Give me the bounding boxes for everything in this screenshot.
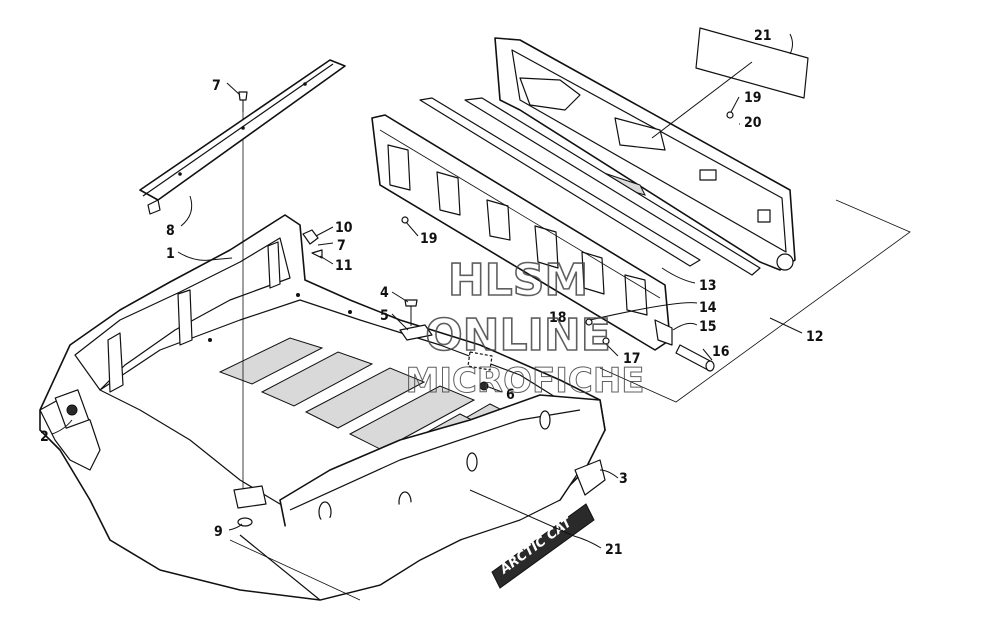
- callout-19-left: 19: [420, 231, 438, 247]
- watermark-line-2: ONLINE: [425, 310, 611, 361]
- callout-2: 2: [40, 429, 49, 445]
- fasteners: [302, 111, 734, 391]
- callout-12: 12: [806, 329, 824, 345]
- tailgate-outer: [494, 37, 796, 271]
- callout-17: 17: [623, 351, 641, 367]
- callout-21-bottom: 21: [605, 542, 623, 558]
- hinge-pin: [654, 319, 715, 372]
- callout-16: 16: [712, 344, 730, 360]
- callout-8: 8: [166, 223, 175, 239]
- callout-13: 13: [699, 278, 717, 294]
- callout-5: 5: [380, 308, 389, 324]
- callout-11: 11: [335, 258, 353, 274]
- callout-labels: 7 8 1 2 3 4 5 6 10 7 11 9 12 13 14 15 16…: [40, 28, 824, 558]
- callout-3: 3: [619, 471, 628, 487]
- callout-20: 20: [744, 115, 762, 131]
- callout-18: 18: [549, 310, 567, 326]
- callout-19-right: 19: [744, 90, 762, 106]
- top-rail: [139, 59, 346, 215]
- assembly-bracket: [599, 199, 911, 403]
- decal-top: [695, 27, 809, 99]
- tailgate-rod: [419, 97, 761, 276]
- watermark-line-3: MICROFICHE: [405, 361, 644, 401]
- callout-15: 15: [699, 319, 717, 335]
- callout-6: 6: [506, 387, 515, 403]
- callout-10: 10: [335, 220, 353, 236]
- callout-1: 1: [166, 246, 175, 262]
- callout-7-side: 7: [337, 238, 346, 254]
- cargo-box: [39, 100, 606, 601]
- leader-lines: [51, 33, 803, 549]
- callout-9: 9: [214, 524, 223, 540]
- callout-21-top: 21: [754, 28, 772, 44]
- callout-14: 14: [699, 300, 717, 316]
- watermark: HLSM ONLINE MICROFICHE: [405, 254, 645, 401]
- callout-4: 4: [380, 285, 389, 301]
- watermark-line-1: HLSM: [448, 255, 588, 306]
- callout-7-top: 7: [212, 78, 221, 94]
